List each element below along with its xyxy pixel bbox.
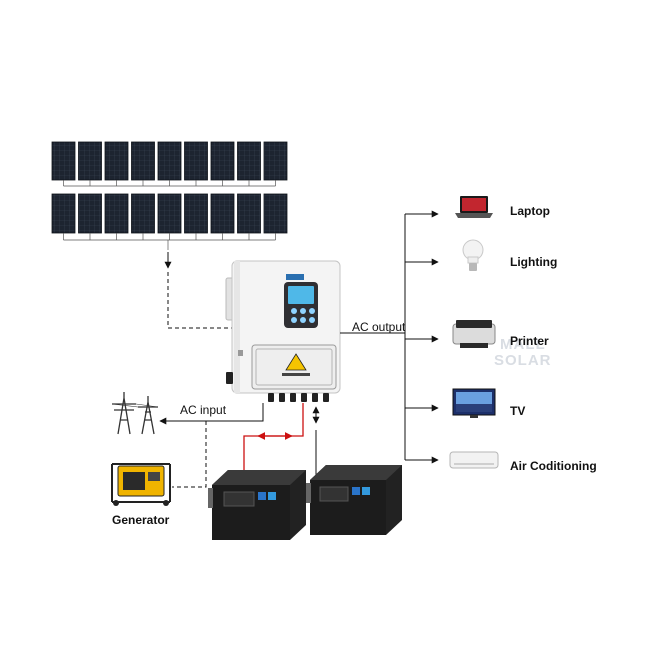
solar-panel-icon: [184, 193, 208, 234]
solar-panel-icon: [237, 193, 261, 234]
solar-panel-icon: [131, 141, 155, 181]
inverter-icon: [225, 260, 341, 402]
ac-output-label: AC output: [352, 320, 406, 334]
solar-panel-icon: [237, 141, 261, 181]
battery-icon: [306, 465, 402, 535]
generator-label: Generator: [112, 513, 170, 527]
solar-panel-icon: [78, 193, 102, 234]
solar-panel-icon: [104, 141, 129, 181]
solar-panel-array: [51, 141, 288, 250]
solar-panel-icon: [104, 193, 129, 234]
solar-panel-icon: [51, 193, 76, 234]
solar-panel-icon: [157, 193, 182, 234]
panel-dc-line: [167, 272, 232, 329]
generator-icon: [111, 463, 171, 506]
air-conditioner-icon: [449, 451, 499, 469]
power-tower-icon: [111, 392, 159, 435]
solar-panel-icon: [157, 141, 182, 181]
load-label-tv: TV: [510, 404, 526, 418]
light-bulb-icon: [462, 239, 484, 271]
solar-panel-icon: [210, 193, 235, 234]
watermark-line2: SOLAR: [494, 352, 552, 369]
load-label-laptop: Laptop: [510, 204, 550, 218]
laptop-icon: [455, 196, 493, 218]
generator-line: [172, 421, 207, 488]
tv-icon: [452, 388, 496, 418]
watermark-line1: MALL: [500, 336, 546, 353]
solar-panel-icon: [263, 193, 288, 234]
solar-panel-icon: [51, 141, 76, 181]
load-label-lighting: Lighting: [510, 255, 558, 269]
solar-panel-icon: [184, 141, 208, 181]
solar-panel-icon: [78, 141, 102, 181]
load-label-ac: Air Coditioning: [510, 459, 597, 473]
solar-panel-icon: [263, 141, 288, 181]
ac-input-label: AC input: [180, 403, 227, 417]
load-label-printer: Printer: [510, 334, 549, 348]
solar-panel-icon: [131, 193, 155, 234]
printer-icon: [452, 320, 496, 348]
solar-panel-icon: [210, 141, 235, 181]
battery-icon: [208, 470, 306, 540]
